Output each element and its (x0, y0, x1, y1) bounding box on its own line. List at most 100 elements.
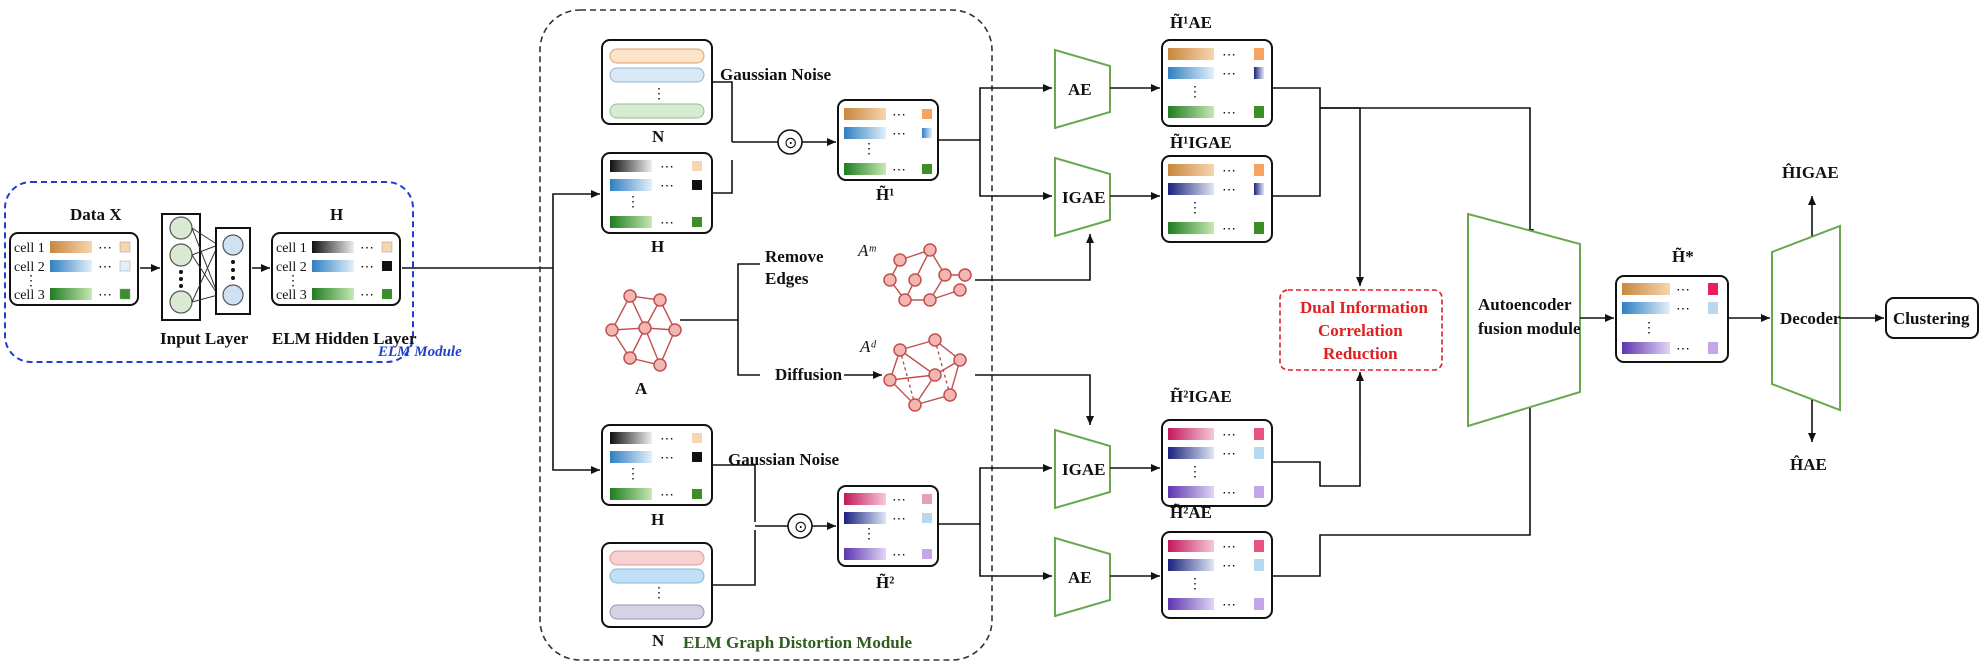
decoder: Decoder (1771, 224, 1841, 412)
h-label: H (330, 205, 343, 224)
hidden-neuron (222, 234, 244, 256)
igae-label-bottom: IGAE (1062, 460, 1105, 479)
elm-module-title: ELM Module (377, 344, 462, 360)
input-layer-label: Input Layer (160, 329, 249, 348)
cell-3-label: cell 3 (14, 288, 45, 303)
fusion-line1: Autoencoder (1478, 295, 1572, 314)
graph-a (605, 289, 682, 372)
h2-igae-box (1161, 419, 1273, 507)
vdots: ⋮ (1642, 321, 1656, 336)
ellipsis: ⋯ (660, 451, 674, 466)
ellipsis: ⋯ (1676, 342, 1690, 357)
h-label-top: H (651, 237, 664, 256)
igae-label-top: IGAE (1062, 188, 1105, 207)
autoencoder-fusion-module: Autoencoder fusion module (1467, 212, 1581, 428)
h1-igae-label: H̃¹IGAE (1170, 132, 1232, 152)
vdots: ⋮ (626, 467, 640, 482)
ellipsis: ⋯ (1676, 283, 1690, 298)
input-neuron (169, 216, 193, 240)
ad-label: Aᵈ (859, 337, 876, 356)
h-hat-ae-label: ĤAE (1790, 455, 1827, 474)
remove-label: Remove (765, 247, 824, 266)
ellipsis: ⋯ (660, 160, 674, 175)
h2-igae-label: H̃²IGAE (1170, 386, 1232, 406)
ellipsis: ⋯ (892, 127, 906, 142)
graph-a-d (883, 333, 967, 412)
ellipsis: ⋯ (660, 179, 674, 194)
vdots: ⋮ (24, 274, 38, 289)
clustering-label: Clustering (1893, 309, 1970, 328)
encoder-ae-bottom: AE (1054, 536, 1111, 618)
ellipsis: ⋯ (1222, 222, 1236, 237)
gaussian-noise-label-top: Gaussian Noise (720, 65, 831, 84)
ellipsis: ⋯ (1222, 48, 1236, 63)
h1-ae-label: H̃¹AE (1170, 12, 1212, 32)
hidden-layer-label: ELM Hidden Layer (272, 329, 417, 348)
ellipsis: ⋯ (1222, 183, 1236, 198)
h-hat-igae-label: ĤIGAE (1782, 163, 1839, 182)
cell-1-label: cell 1 (276, 241, 307, 256)
cell-2-features (50, 260, 92, 272)
ellipsis: ⋯ (1222, 447, 1236, 462)
fusion-line2: fusion module (1478, 319, 1581, 338)
ellipsis: ⋯ (1222, 486, 1236, 501)
cell-1-features (50, 241, 92, 253)
h-star-box (1615, 275, 1729, 363)
ellipsis: ⋯ (892, 108, 906, 123)
ellipsis: ⋯ (360, 288, 374, 303)
vdots: ⋮ (862, 142, 876, 157)
ellipsis: ⋯ (360, 260, 374, 275)
data-x-label: Data X (70, 205, 122, 224)
ae-label-bottom: AE (1068, 568, 1092, 587)
dicr-module: Dual Information Correlation Reduction (1279, 289, 1443, 371)
h2-tilde-label: H̃² (876, 572, 894, 592)
elm-module: Data X cell 1 cell 2 ⋮ cell 3 ⋯ ⋯ ⋯ (4, 181, 462, 363)
h2-ae-label: H̃²AE (1170, 502, 1212, 522)
vdots: ⋮ (1188, 577, 1202, 592)
ellipsis: ⋯ (1222, 67, 1236, 82)
graph-a-m (883, 243, 972, 307)
dicr-line2: Correlation (1318, 321, 1403, 340)
ellipsis: ⋯ (660, 216, 674, 231)
ellipsis: ⋯ (1222, 428, 1236, 443)
vdots: ⋮ (1188, 465, 1202, 480)
vdots: ⋮ (286, 274, 300, 289)
encoder-igae-top: IGAE (1054, 156, 1111, 238)
ellipsis: ⋯ (1222, 540, 1236, 555)
vdots: ⋮ (862, 527, 876, 542)
dicr-line1: Dual Information (1300, 298, 1429, 317)
ellipsis: ⋯ (98, 260, 112, 275)
n-label-top: N (652, 127, 665, 146)
ellipsis: ⋯ (98, 241, 112, 256)
vdots: ⋮ (652, 586, 666, 601)
vdots: ⋮ (1188, 201, 1202, 216)
ellipsis: ⋯ (1222, 164, 1236, 179)
ellipsis: ⋯ (660, 488, 674, 503)
input-neuron (169, 243, 193, 267)
n-label-bottom: N (652, 631, 665, 650)
gaussian-noise-label-bottom: Gaussian Noise (728, 450, 839, 469)
ellipsis: ⋯ (892, 493, 906, 508)
encoder-igae-bottom: IGAE (1054, 428, 1111, 510)
graph-a-label: A (635, 379, 648, 398)
connections (191, 227, 219, 303)
diffusion-label: Diffusion (775, 365, 843, 384)
distortion-module-border (539, 9, 993, 661)
input-neuron (169, 290, 193, 314)
ae-label-top: AE (1068, 80, 1092, 99)
vdots: ⋮ (1188, 85, 1202, 100)
ellipsis: ⋯ (1676, 302, 1690, 317)
ellipsis: ⋯ (892, 163, 906, 178)
cell-2-label: cell 2 (276, 260, 307, 275)
encoder-ae-top: AE (1054, 48, 1111, 130)
h1-tilde-label: H̃¹ (876, 184, 894, 204)
h1-ae-box (1161, 39, 1273, 127)
elm-module-border (4, 181, 414, 363)
vdots: ⋮ (626, 195, 640, 210)
cell-3-features (50, 288, 92, 300)
am-label: Aᵐ (857, 241, 876, 260)
ellipsis: ⋯ (892, 548, 906, 563)
dicr-line3: Reduction (1323, 344, 1398, 363)
clustering-box: Clustering (1885, 297, 1979, 339)
ellipsis: ⋯ (892, 512, 906, 527)
